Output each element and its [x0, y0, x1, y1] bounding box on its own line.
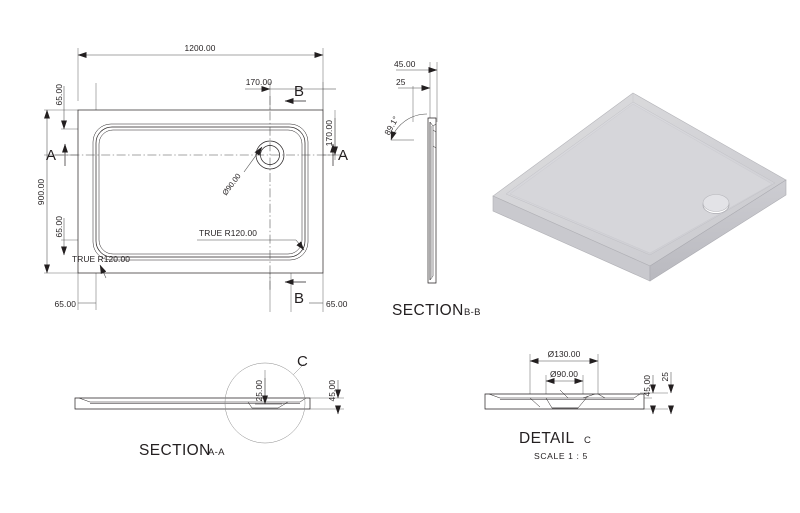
dim-detail-outer-diameter-text: Ø130.00 — [548, 349, 581, 359]
section-a-left-label: A — [46, 147, 56, 164]
dim-aa-drain-recess-text: 25.00 — [254, 380, 264, 402]
section-bb-profile — [427, 117, 437, 284]
dim-detail-recess-height-text: 25 — [660, 372, 670, 382]
dim-bb-inner-height-text: 25 — [396, 77, 406, 87]
radius-callout-right-text: TRUE R120.00 — [199, 228, 257, 238]
dim-detail-recess-height: 25 — [660, 372, 674, 415]
tray-inner-rim-outer — [92, 123, 309, 261]
plan-view-group: 1200.00 170.00 170.00 900.00 — [36, 43, 348, 312]
dim-aa-drain-recess: 25.00 — [254, 378, 268, 405]
tray-inner-rim — [95, 126, 306, 258]
dim-detail-overall-height-text: 45.00 — [642, 375, 652, 397]
detail-circle-c-leader — [292, 363, 305, 376]
dim-bb-inner-height: 25 — [396, 77, 431, 91]
section-marker-b-top: B — [284, 83, 306, 104]
dim-overall-height: 900.00 — [36, 109, 50, 274]
detail-c-title-suffix: C — [584, 435, 591, 446]
drain-diameter-leader — [243, 146, 263, 173]
radius-callout-right: TRUE R120.00 — [197, 228, 305, 251]
dim-detail-outer-diameter: Ø130.00 — [529, 349, 599, 364]
detail-c-group: Ø130.00 Ø90.00 45.00 25 — [484, 349, 674, 461]
section-b-bottom-label: B — [294, 290, 304, 307]
dim-margin-top-left: 65.00 — [54, 84, 67, 130]
section-marker-a-left: A — [46, 143, 68, 166]
section-bb-group: 45.00 25 89.1° — [382, 59, 481, 319]
section-bb-title-suffix: B-B — [464, 307, 481, 318]
dim-overall-width-text: 1200.00 — [185, 43, 216, 53]
dim-overall-height-text: 900.00 — [36, 179, 46, 205]
detail-c-profile — [484, 389, 645, 410]
section-aa-title: SECTION — [139, 442, 211, 459]
radius-callout-left-text: TRUE R120.00 — [72, 254, 130, 264]
dim-detail-overall-height: 45.00 — [642, 375, 656, 415]
iso-recess-floor — [509, 103, 773, 254]
dim-margin-left-bottom: 65.00 — [55, 299, 96, 309]
section-b-top-label: B — [294, 83, 304, 100]
detail-circle-c — [224, 362, 306, 444]
dim-drain-offset-right: 170.00 — [245, 77, 336, 92]
section-marker-a-right: A — [330, 143, 348, 166]
detail-marker-c-label: C — [297, 353, 308, 370]
dim-margin-left-bottom-text: 65.00 — [55, 299, 77, 309]
dim-bb-wall-angle-text: 89.1° — [382, 114, 401, 136]
dim-margin-top-left-text: 65.00 — [54, 84, 64, 106]
detail-c-scale: SCALE 1 : 5 — [534, 451, 588, 461]
dim-bb-overall-height: 45.00 — [394, 59, 438, 73]
dim-overall-width: 1200.00 — [77, 43, 324, 58]
dim-bb-overall-height-text: 45.00 — [394, 59, 416, 69]
dim-drain-offset-top-text: 170.00 — [324, 120, 334, 146]
dim-aa-overall-height-text: 45.00 — [327, 380, 337, 402]
section-aa-group: C 25.00 45.00 SECTION A-A — [74, 353, 344, 459]
dim-margin-bottom-left: 65.00 — [54, 216, 67, 256]
tray-outline — [77, 109, 324, 274]
section-aa-profile — [74, 397, 311, 410]
section-aa-title-suffix: A-A — [208, 447, 225, 458]
section-marker-b-bottom: B — [284, 279, 306, 307]
dim-drain-offset-right-text: 170.00 — [246, 77, 272, 87]
iso-front-right-face — [649, 179, 787, 282]
dim-margin-right-bottom: 65.00 — [309, 299, 348, 309]
dim-bb-wall-angle: 89.1° — [382, 113, 428, 141]
dim-detail-inner-diameter-text: Ø90.00 — [550, 369, 578, 379]
dim-detail-inner-diameter: Ø90.00 — [545, 369, 584, 384]
dim-margin-bottom-left-text: 65.00 — [54, 216, 64, 238]
radius-callout-left: TRUE R120.00 — [72, 254, 130, 279]
section-bb-title: SECTION — [392, 302, 464, 319]
dim-aa-overall-height: 45.00 — [327, 380, 341, 415]
tray-inner-floor — [98, 129, 303, 255]
detail-c-title: DETAIL — [519, 430, 575, 447]
section-a-right-label: A — [338, 147, 348, 164]
isometric-model-group — [492, 92, 787, 282]
iso-drain-hole-rim — [702, 194, 730, 212]
dim-margin-right-bottom-text: 65.00 — [326, 299, 348, 309]
